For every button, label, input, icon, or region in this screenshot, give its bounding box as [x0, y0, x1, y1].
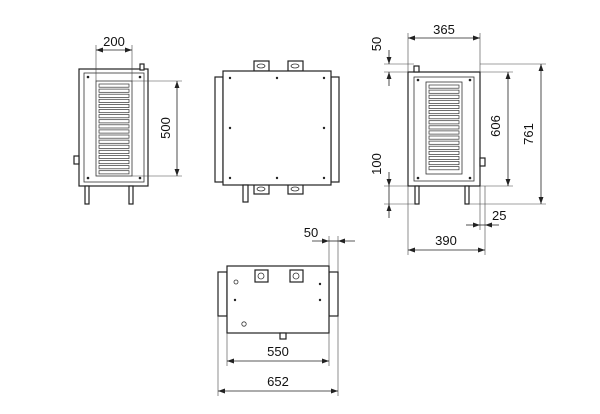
bottom-small-hole-bottom — [241, 321, 247, 327]
grille-slat — [428, 156, 460, 160]
grille-slat — [98, 134, 130, 139]
grille-slat — [428, 166, 460, 171]
front-top-stub — [139, 63, 145, 71]
dim-front-grille-height: 500 — [158, 117, 173, 139]
bottom-port-left-hole — [257, 272, 265, 280]
side-top-stub — [413, 65, 420, 73]
grille-slat — [428, 94, 460, 99]
grille-slat — [98, 165, 130, 170]
grille-slat — [98, 98, 130, 103]
front-grille-slats — [98, 83, 130, 175]
side-connector — [479, 157, 486, 167]
bottom-port-right-hole — [292, 272, 300, 280]
dim-bottom-flange-depth: 50 — [304, 225, 318, 240]
top-side-flange-left — [214, 76, 224, 183]
front-view: 200 500 — [73, 34, 182, 205]
dim-bottom-total-length: 652 — [267, 374, 289, 389]
bottom-small-hole-top — [233, 279, 239, 285]
front-side-connector — [73, 155, 80, 165]
dim-side-outer-width: 390 — [435, 233, 457, 248]
grille-slat — [428, 120, 460, 125]
top-side-flange-right — [330, 76, 340, 183]
grille-slat — [98, 139, 130, 144]
side-view: 365 50 606 761 100 390 25 — [369, 22, 546, 255]
grille-slat — [98, 114, 130, 119]
front-screw-tl — [86, 75, 90, 79]
grille-slat — [428, 110, 460, 115]
grille-slat — [428, 135, 460, 140]
grille-slat — [428, 99, 460, 104]
grille-slat — [428, 161, 460, 166]
top-pipe-stub — [242, 184, 249, 203]
top-flange-hole-left — [256, 63, 266, 69]
front-screw-br — [138, 176, 142, 180]
front-screw-bl — [86, 176, 90, 180]
grille-slat — [428, 145, 460, 150]
front-grille-frame — [95, 80, 133, 177]
top-flange-hole-right — [290, 63, 300, 69]
bottom-flange-left-side — [217, 271, 228, 317]
side-grille-slats — [428, 84, 460, 171]
grille-slat — [98, 170, 130, 175]
grille-slat — [98, 119, 130, 124]
grille-slat — [98, 155, 130, 159]
dim-side-width: 365 — [433, 22, 455, 37]
grille-slat — [98, 124, 130, 129]
front-leg-right — [128, 185, 134, 205]
grille-slat — [428, 125, 460, 130]
bottom-port-right — [289, 269, 304, 283]
dim-side-inner-height: 606 — [488, 115, 503, 137]
side-inner-frame — [413, 76, 475, 182]
bottom-view: 50 550 652 — [217, 225, 355, 396]
grille-slat — [98, 93, 130, 98]
front-screw-tr — [138, 75, 142, 79]
top-view — [214, 60, 340, 203]
grille-slat — [428, 89, 460, 94]
side-grille-frame — [425, 81, 463, 175]
dim-side-total-height: 761 — [521, 123, 536, 145]
bottom-port-left — [254, 269, 269, 283]
top-flange-right — [287, 60, 304, 72]
front-leg-left — [84, 185, 90, 205]
grille-slat — [428, 84, 460, 89]
side-leg-left — [414, 185, 420, 205]
grille-slat — [98, 160, 130, 165]
top-housing — [222, 70, 332, 186]
grille-slat — [428, 115, 460, 120]
grille-slat — [428, 105, 460, 109]
bottom-flange-right-side — [328, 271, 339, 317]
dim-side-foot-offset: 25 — [492, 208, 506, 223]
grille-slat — [98, 104, 130, 108]
grille-slat — [428, 140, 460, 145]
bottom-flange-hole-left — [256, 186, 266, 192]
grille-slat — [98, 88, 130, 93]
bottom-drain-stub — [279, 332, 287, 340]
grille-slat — [428, 150, 460, 155]
grille-slat — [98, 129, 130, 134]
grille-slat — [98, 144, 130, 149]
grille-slat — [428, 130, 460, 135]
top-flange-left — [253, 60, 270, 72]
dim-side-top-offset: 50 — [369, 37, 384, 51]
dim-front-grille-width: 200 — [103, 34, 125, 49]
dim-side-bottom-offset: 100 — [369, 153, 384, 175]
side-leg-right — [464, 185, 470, 205]
grille-slat — [98, 83, 130, 88]
grille-slat — [98, 149, 130, 154]
front-inner-frame — [83, 72, 145, 183]
dim-bottom-body-length: 550 — [267, 344, 289, 359]
bottom-flange-hole-right — [290, 186, 300, 192]
grille-slat — [98, 109, 130, 114]
